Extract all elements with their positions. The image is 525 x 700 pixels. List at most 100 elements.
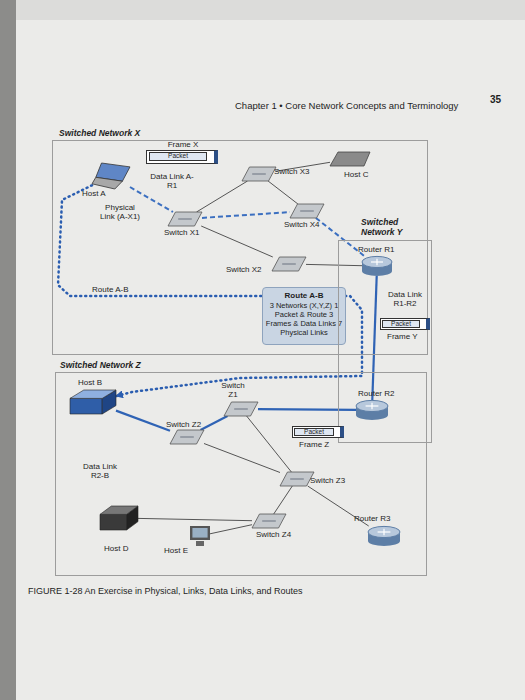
switch-arrow [290, 479, 304, 480]
laptop-base [92, 177, 122, 189]
box-label: Frame X [147, 140, 219, 149]
host-front [70, 398, 102, 414]
host-front [100, 514, 127, 530]
link-line [116, 411, 170, 431]
link-line [372, 276, 376, 400]
switch-node: Switch Z4 [252, 514, 286, 528]
switch-body [242, 167, 276, 181]
link-line [247, 416, 292, 472]
page-header: 35 [490, 95, 510, 104]
hoste-icon [190, 526, 210, 546]
hostd-icon [100, 506, 138, 530]
frame-box: Frame ZPacket [292, 426, 344, 438]
network-heading: Switched Network Z [60, 360, 220, 370]
host-node: Host B [70, 390, 116, 414]
link-line [258, 408, 356, 411]
device-label: Switch X4 [284, 220, 334, 229]
router-arrow [371, 403, 372, 409]
device-label: Switch Z3 [310, 476, 360, 485]
switch-body [168, 212, 202, 226]
device-label: Router R3 [354, 514, 404, 523]
device-label: Host A [82, 189, 122, 198]
monitor-screen [192, 528, 207, 538]
router-node: Router R2 [356, 400, 388, 420]
switch-body [290, 204, 324, 218]
switch-icon [290, 204, 324, 218]
network-region: Switched Network ZHost BSwitch Z1Frame Z… [55, 372, 427, 576]
device-label: Switch X3 [274, 167, 324, 176]
figure-caption: FIGURE 1-28 An Exercise in Physical, Lin… [28, 586, 498, 597]
hostb-icon [70, 390, 116, 414]
switch-arrow [282, 264, 296, 265]
host-node: Host A [92, 163, 130, 189]
network-region: Switched Network YRouter R1Frame YPacket… [338, 240, 432, 443]
device-label: Host B [78, 378, 118, 387]
monitor-frame [190, 526, 210, 540]
link-label: Data Link A-R1 [150, 172, 194, 190]
frame-box: Frame YPacket [380, 318, 430, 330]
switch-body [252, 514, 286, 528]
packet-box: Packet [149, 152, 207, 161]
device-label: Router R2 [358, 389, 408, 398]
router-top [356, 400, 388, 411]
link-label: Route A-B [92, 285, 152, 294]
frame-box: Frame XPacket [146, 150, 218, 164]
hostc-icon [330, 152, 370, 166]
switch-icon [242, 167, 276, 181]
link-line [201, 416, 228, 430]
box-label: Packet [295, 429, 333, 435]
switch-body [170, 430, 204, 444]
router-icon [356, 400, 388, 420]
host-node: Host D [100, 506, 138, 530]
switch-arrow [234, 409, 248, 410]
switch-icon [252, 514, 286, 528]
router-node: Router R1 [362, 256, 392, 276]
box-label: Frame Z [299, 440, 343, 449]
host-node: Host E [190, 526, 210, 546]
link-line [210, 525, 252, 534]
router-node: Router R3 [368, 526, 400, 546]
callout-body: 3 Networks (X,Y,Z) 1 Packet & Route 3 Fr… [265, 301, 343, 337]
router-top [362, 256, 392, 267]
switch-node: Switch X4 [290, 204, 324, 218]
packet-box: Packet [382, 320, 420, 328]
switch-arrow [262, 521, 276, 522]
device-label: Host E [164, 546, 204, 555]
switch-icon [168, 212, 202, 226]
route-line [58, 185, 362, 396]
link-line [202, 212, 290, 218]
link-line [274, 486, 293, 514]
callout-heading: Route A-B [265, 291, 343, 300]
switch-node: Switch X2 [272, 257, 306, 271]
paper-sheet [16, 20, 525, 700]
link-label: Data Link R2-B [80, 462, 120, 480]
page-header: Chapter 1 • Core Network Concepts and Te… [235, 100, 485, 111]
router-icon [362, 256, 392, 276]
switch-node: Switch X3 [242, 167, 276, 181]
device-label: Switch X2 [226, 265, 270, 274]
laptop-icon [92, 163, 130, 189]
device-label: Host C [344, 170, 384, 179]
link-label: Physical Link (A-X1) [98, 203, 142, 221]
box-label: Packet [383, 321, 419, 327]
host-node: Host C [330, 152, 370, 166]
callout-box: Route A-B3 Networks (X,Y,Z) 1 Packet & R… [262, 287, 346, 345]
packet-box: Packet [294, 428, 334, 436]
switch-arrow [178, 219, 192, 220]
switch-body [272, 257, 306, 271]
switch-icon [280, 472, 314, 486]
host-body [330, 152, 370, 166]
switch-node: Switch X1 [168, 212, 202, 226]
router-arrow [376, 259, 377, 265]
switch-arrow [300, 211, 314, 212]
binding-shadow [0, 0, 16, 700]
link-line [268, 181, 298, 204]
router-top [368, 526, 400, 537]
network-heading: Switched Network Y [361, 217, 413, 237]
switch-body [224, 402, 258, 416]
host-top [70, 390, 116, 398]
device-label: Switch Z1 [218, 381, 248, 399]
